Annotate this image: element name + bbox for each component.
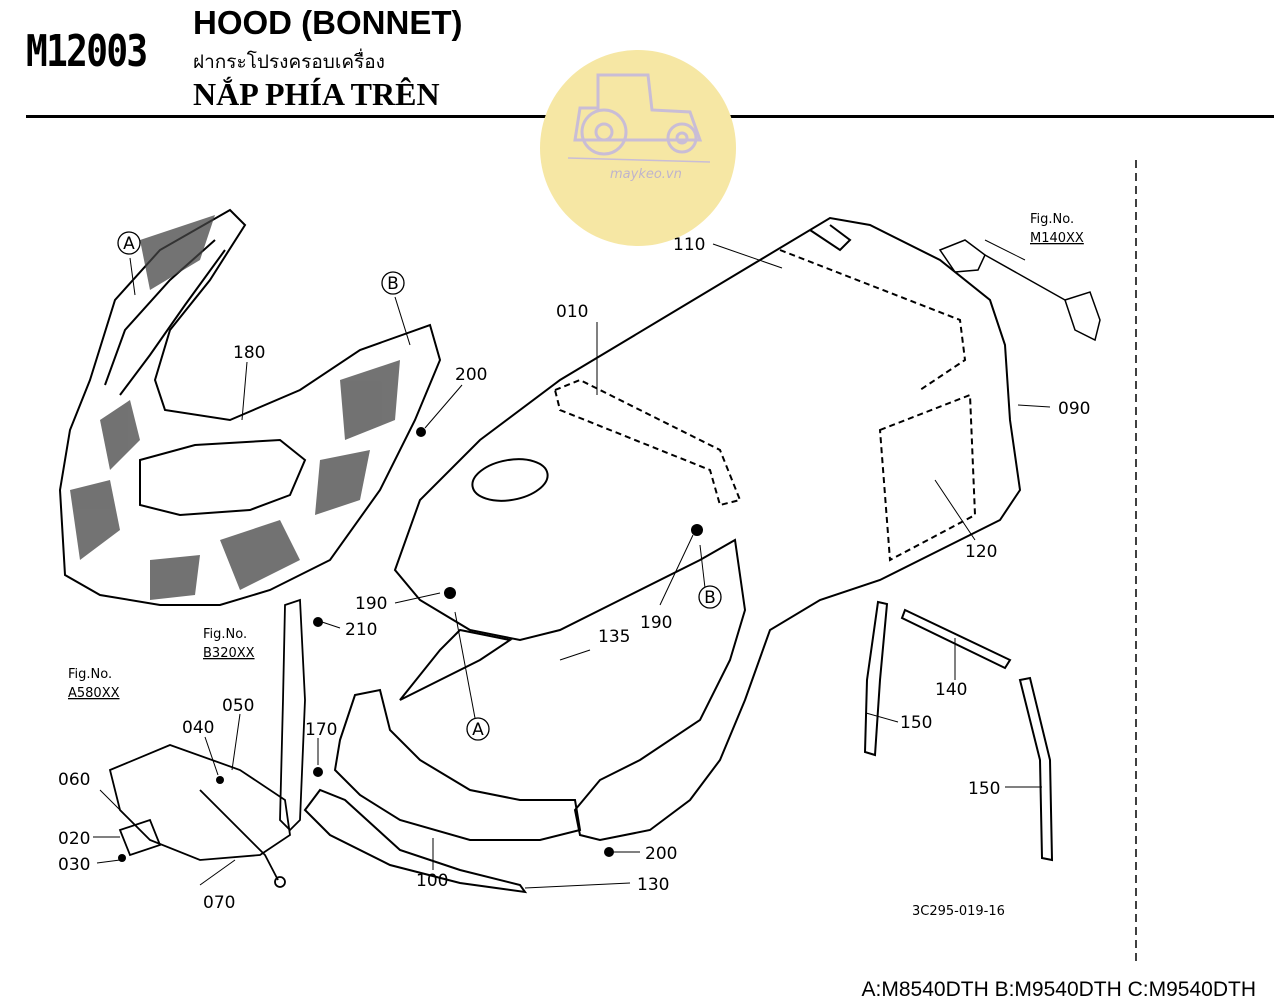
bonnet-010	[393, 216, 1022, 842]
marker-a-top: A	[123, 234, 135, 254]
callout-070: 070	[203, 893, 235, 913]
callout-030: 030	[58, 855, 90, 875]
marker-a-bottom: A	[472, 720, 484, 740]
bolt-200a	[416, 427, 426, 437]
fig-ref-m140: Fig.No. M140XX	[1030, 212, 1084, 246]
tractor-icon	[573, 73, 703, 156]
callout-010: 010	[556, 302, 588, 322]
seal-130	[303, 788, 528, 894]
grommet-190b	[691, 524, 703, 536]
callout-020: 020	[58, 829, 90, 849]
svg-text:Fig.No.: Fig.No.	[68, 667, 112, 682]
callout-110: 110	[673, 235, 705, 255]
callout-060: 060	[58, 770, 90, 790]
seal-strips	[303, 600, 1054, 894]
leader-lines	[93, 239, 1051, 889]
grille-mesh	[70, 215, 400, 600]
callout-040: 040	[182, 718, 214, 738]
watermark-logo: maykeo.vn	[540, 50, 736, 246]
marker-b-side: B	[704, 588, 716, 608]
callout-140: 140	[935, 680, 967, 700]
callout-210: 210	[345, 620, 377, 640]
nut-040	[216, 776, 224, 784]
svg-text:A580XX: A580XX	[68, 686, 120, 701]
title-vietnamese: NẮP PHÍA TRÊN	[193, 76, 440, 112]
seal-150a	[863, 600, 889, 757]
callout-180: 180	[233, 343, 265, 363]
drawing-number: 3C295-019-16	[912, 904, 1005, 919]
applicable-models: A:M8540DTH B:M9540DTH C:M9540DTH	[861, 978, 1256, 1001]
front-grille-180	[58, 208, 442, 606]
callout-120: 120	[965, 542, 997, 562]
svg-text:Fig.No.: Fig.No.	[203, 627, 247, 642]
callout-200b: 200	[645, 844, 677, 864]
callout-200a: 200	[455, 365, 487, 385]
bolt-030	[118, 854, 126, 862]
seal-150b	[1018, 676, 1054, 862]
reference-marker-letters: A B B A	[123, 234, 716, 740]
callout-150a: 150	[900, 713, 932, 733]
callout-150b: 150	[968, 779, 1000, 799]
seal-140	[900, 608, 1012, 670]
callout-130: 130	[637, 875, 669, 895]
title-thai: ฝากระโปรงครอบเครื่อง	[193, 51, 385, 73]
callout-050: 050	[222, 696, 254, 716]
marker-b-top: B	[387, 274, 399, 294]
fig-ref-b320: Fig.No. B320XX	[203, 627, 255, 661]
fasteners	[118, 427, 703, 862]
side-panel-100	[333, 628, 582, 841]
bolt-170	[313, 767, 323, 777]
grommet-190a	[444, 587, 456, 599]
bolt-210	[313, 617, 323, 627]
callout-090: 090	[1058, 399, 1090, 419]
svg-text:M140XX: M140XX	[1030, 231, 1084, 246]
fig-ref-a580: Fig.No. A580XX	[68, 667, 120, 701]
reference-markers	[117, 231, 722, 741]
callout-labels: 010 110 090 120 180 200 190 190 210 135 …	[58, 235, 1090, 913]
callout-190b: 190	[640, 613, 672, 633]
part-group-code: M12003	[26, 26, 148, 77]
callout-100: 100	[416, 871, 448, 891]
title-english: HOOD (BONNET)	[193, 4, 463, 41]
svg-text:B320XX: B320XX	[203, 646, 255, 661]
bolt-200b	[604, 847, 614, 857]
callout-190a: 190	[355, 594, 387, 614]
svg-text:Fig.No.: Fig.No.	[1030, 212, 1074, 227]
lower-bracket-assembly	[108, 598, 306, 888]
callout-170: 170	[305, 720, 337, 740]
watermark-text: maykeo.vn	[610, 167, 682, 182]
hinge-brackets	[938, 239, 1101, 342]
callout-135: 135	[598, 627, 630, 647]
